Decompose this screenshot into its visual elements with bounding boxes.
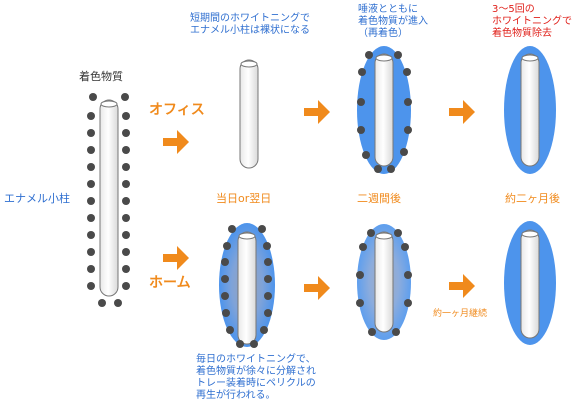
office-restained-rod <box>357 46 412 174</box>
office-clean-rod <box>504 46 556 174</box>
note-three-to-five-times: 3〜5回の ホワイトニングで 着色物質除去 <box>492 4 572 39</box>
arrows <box>163 100 475 300</box>
home-decomposing-rod <box>219 223 275 348</box>
home-clean-rod <box>504 221 556 345</box>
arrow-home-3 <box>449 274 475 298</box>
arrow-home-1 <box>163 246 189 270</box>
label-one-month-continued: 約一ヶ月継続 <box>433 309 488 319</box>
note-short-whitening: 短期間のホワイトニングで エナメル小柱は裸状になる <box>190 13 310 36</box>
note-daily-whitening: 毎日のホワイトニングで、 着色物質が徐々に分解され トレー装着時にペリクルの 再… <box>196 354 316 401</box>
label-two-months-later: 約二ヶ月後 <box>505 192 560 205</box>
enamel-rod-shape <box>99 99 119 297</box>
label-office: オフィス <box>149 102 205 118</box>
dye-dots <box>87 93 130 307</box>
arrow-office-1 <box>163 130 189 154</box>
home-two-week-rod <box>356 224 412 340</box>
note-saliva-reentry: 唾液とともに 着色物質が進入 （再着色） <box>358 4 428 39</box>
label-two-weeks-later: 二週間後 <box>357 192 401 205</box>
arrow-home-2 <box>304 276 330 300</box>
label-same-or-next-day: 当日or翌日 <box>216 192 272 205</box>
label-dye-material: 着色物質 <box>79 70 123 83</box>
dye-dots <box>221 225 272 348</box>
arrow-office-2 <box>304 100 330 124</box>
initial-stained-rod <box>87 93 130 307</box>
dye-dots <box>357 51 412 173</box>
arrow-office-3 <box>449 100 475 124</box>
label-enamel-rod: エナメル小柱 <box>4 192 70 205</box>
label-home: ホーム <box>149 275 191 291</box>
dye-dots <box>356 229 412 336</box>
office-bare-rod <box>239 59 259 169</box>
